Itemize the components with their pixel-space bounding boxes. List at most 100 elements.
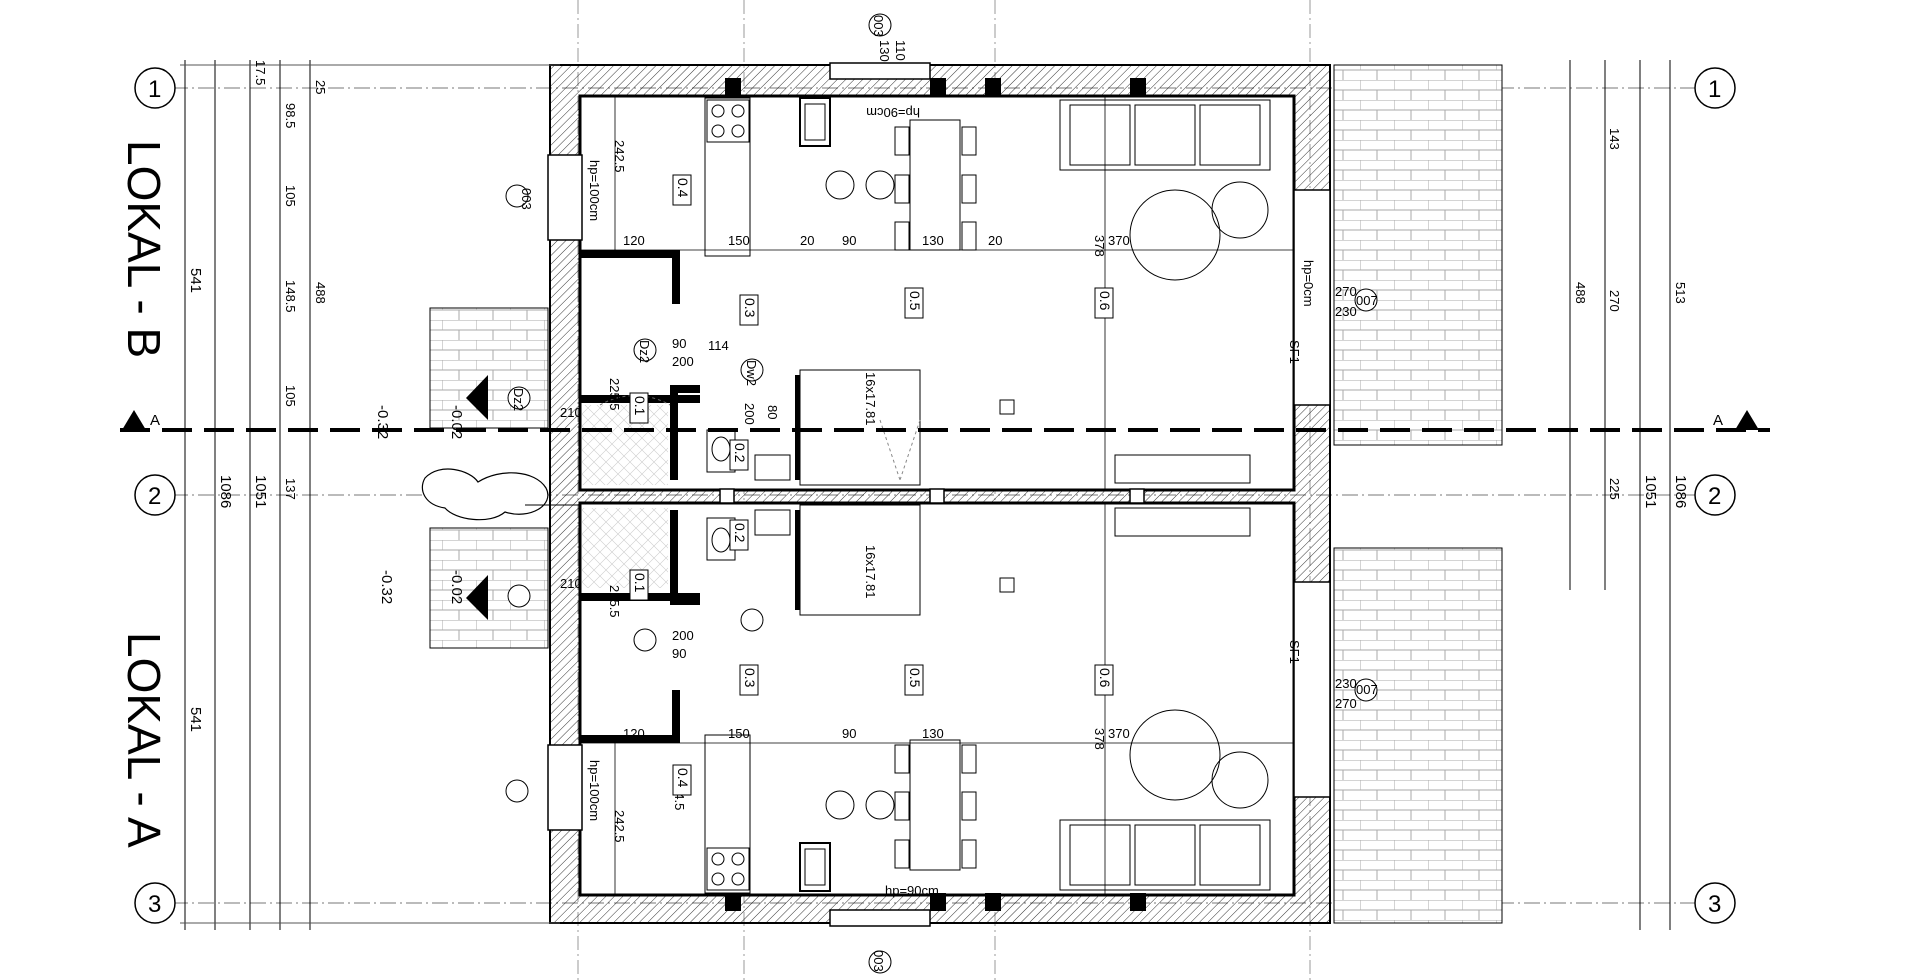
left-dimension-chains bbox=[180, 60, 560, 930]
dim-225-5-a: 225.5 bbox=[607, 585, 622, 618]
tv-unit-b bbox=[1114, 454, 1251, 484]
tv-unit-a bbox=[1114, 507, 1251, 537]
stair-b bbox=[799, 369, 921, 486]
door-right-code-a: 007 bbox=[1356, 682, 1378, 697]
level-inside-top: -0.02 bbox=[448, 405, 465, 439]
room-vestibule-a: 0.1 bbox=[632, 573, 648, 593]
window-top-w: 110 bbox=[893, 40, 908, 61]
terrace-bottom-right bbox=[1333, 547, 1503, 924]
level-marks: -0.32 -0.02 -0.32 -0.02 bbox=[374, 405, 465, 604]
window-left-bottom bbox=[547, 744, 583, 831]
level-outside-bottom: -0.32 bbox=[378, 570, 395, 604]
sofa-a bbox=[1059, 819, 1271, 891]
room-kitchen-b: 0.4 bbox=[675, 178, 691, 198]
left-dim-1086: 1086 bbox=[217, 475, 234, 508]
right-dim-270: 270 bbox=[1607, 290, 1622, 312]
section-line: A A bbox=[120, 410, 1770, 432]
dining-table-a bbox=[909, 739, 961, 871]
left-dim-25: 25 bbox=[313, 80, 328, 94]
window-bottom bbox=[829, 909, 931, 927]
stove-b bbox=[706, 99, 750, 143]
room-vestibule-b: 0.1 bbox=[632, 396, 648, 416]
window-left-top bbox=[547, 154, 583, 241]
dim-90-a: 90 bbox=[842, 233, 856, 248]
left-dim-98-5: 98.5 bbox=[283, 103, 298, 128]
right-dim-488: 488 bbox=[1573, 282, 1588, 304]
dim-242-5: 242.5 bbox=[612, 140, 627, 173]
sink-a bbox=[754, 509, 791, 536]
right-dim-1051: 1051 bbox=[1642, 475, 1659, 508]
left-dim-105-a: 105 bbox=[283, 185, 298, 207]
door-dz2-b: Dz2 bbox=[637, 340, 652, 363]
dim-378-a: 378 bbox=[1092, 728, 1107, 750]
dim-378: 378 bbox=[1092, 235, 1107, 257]
door-right-h: 230 bbox=[1335, 304, 1357, 319]
window-sill-top: hp=90cm bbox=[866, 105, 920, 120]
dim-90-d: 90 bbox=[672, 646, 686, 661]
right-dim-225: 225 bbox=[1607, 478, 1622, 500]
left-dim-137: 137 bbox=[283, 478, 298, 500]
unit-title-a: LOKAL - A bbox=[118, 632, 170, 848]
section-arrow-left-icon bbox=[122, 410, 146, 430]
left-dim-488: 488 bbox=[313, 282, 328, 304]
window-left-sill-a: hp=100cm bbox=[587, 760, 602, 821]
door-right-bottom bbox=[1293, 581, 1331, 798]
dim-130: 130 bbox=[922, 233, 944, 248]
axis-3-right: 3 bbox=[1708, 891, 1721, 918]
level-inside-bottom: -0.02 bbox=[448, 570, 465, 604]
section-arrow-right-icon bbox=[1735, 410, 1759, 430]
dim-130-a: 130 bbox=[922, 726, 944, 741]
window-top bbox=[829, 62, 931, 80]
section-label-left: A bbox=[150, 412, 160, 429]
axis-3-left: 3 bbox=[148, 891, 161, 918]
axis-1-right: 1 bbox=[1708, 76, 1721, 103]
stair-a bbox=[799, 504, 921, 616]
room-hall-b: 0.3 bbox=[742, 298, 758, 318]
door-right-mark: SF1 bbox=[1287, 340, 1302, 364]
dim-210: 210 bbox=[560, 405, 582, 420]
window-sill-bottom: hp=90cm bbox=[885, 883, 939, 898]
window-left-sill: hp=100cm bbox=[587, 160, 602, 221]
left-dim-541-top: 541 bbox=[187, 268, 204, 293]
kitchen-counter-a bbox=[704, 734, 751, 894]
bathroom-b-tiles bbox=[582, 405, 668, 485]
dim-242-5-a: 242.5 bbox=[612, 810, 627, 843]
furniture-unit-b bbox=[525, 97, 1271, 506]
right-dim-1086: 1086 bbox=[1672, 475, 1689, 508]
door-right-w-a: 230 bbox=[1335, 676, 1357, 691]
dim-200-c: 200 bbox=[672, 628, 694, 643]
sink-b bbox=[754, 454, 791, 481]
kitchen-counter-b bbox=[704, 97, 751, 257]
axis-2-left: 2 bbox=[148, 483, 161, 510]
dim-120-a: 120 bbox=[623, 726, 645, 741]
dim-120: 120 bbox=[623, 233, 645, 248]
walls bbox=[547, 62, 1331, 927]
door-right-mark-a: SF1 bbox=[1287, 640, 1302, 664]
dim-200: 200 bbox=[672, 354, 694, 369]
sofa-b bbox=[1059, 99, 1271, 171]
left-dim-1051: 1051 bbox=[252, 475, 269, 508]
section-label-right: A bbox=[1713, 412, 1723, 429]
dim-150: 150 bbox=[728, 233, 750, 248]
room-wc-b: 0.2 bbox=[732, 443, 748, 463]
dim-20-b: 20 bbox=[988, 233, 1002, 248]
room-wc-a: 0.2 bbox=[732, 523, 748, 543]
fridge-a bbox=[799, 842, 831, 892]
porch-bottom-left bbox=[429, 527, 549, 649]
unit-title-b: LOKAL - B bbox=[118, 140, 170, 358]
window-top-h: 130 bbox=[877, 40, 892, 62]
room-living-a: 0.6 bbox=[1097, 668, 1113, 688]
bathroom-a-tiles bbox=[582, 508, 668, 588]
furniture-unit-a bbox=[704, 504, 1271, 894]
dim-20-a: 20 bbox=[800, 233, 814, 248]
interior-dimension-lines bbox=[580, 96, 1294, 895]
door-right-note: hp=0cm bbox=[1301, 260, 1316, 307]
terraces bbox=[421, 64, 1503, 924]
door-right-w: 270 bbox=[1335, 284, 1357, 299]
room-dining-a: 0.5 bbox=[907, 668, 923, 688]
terrace-top-right bbox=[1333, 64, 1503, 446]
dim-370-a: 370 bbox=[1108, 726, 1130, 741]
stove-a bbox=[706, 847, 750, 891]
room-kitchen-a: 0.4 bbox=[675, 768, 691, 788]
